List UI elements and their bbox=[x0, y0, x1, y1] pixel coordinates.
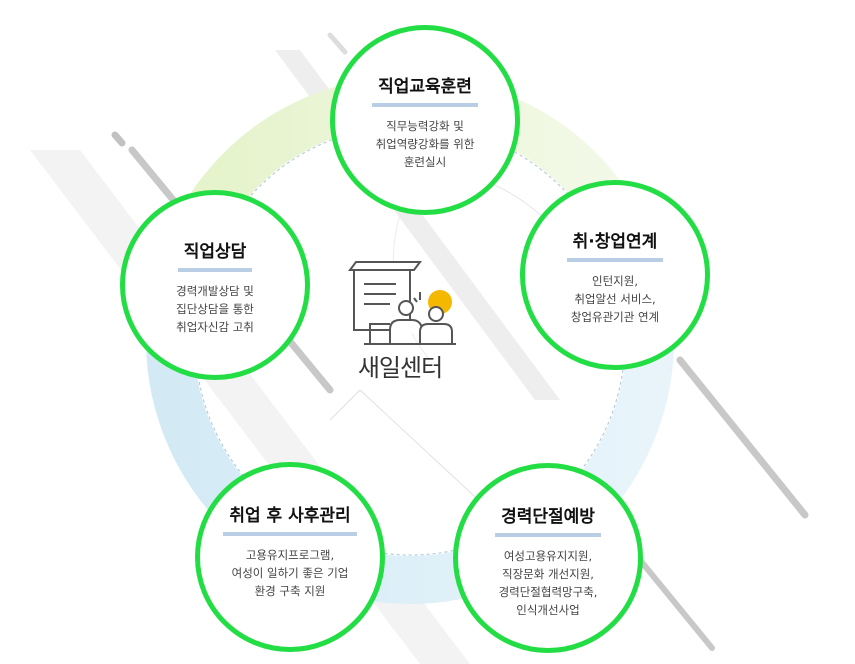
description-line: 경력단절협력망구축, bbox=[498, 585, 598, 599]
node-counseling: 직업상담 경력개발상담 및 집단상담을 통한 취업자신감 고취 bbox=[120, 190, 310, 380]
description-line: 직무능력강화 및 bbox=[386, 119, 464, 133]
node-description: 경력개발상담 및 집단상담을 통한 취업자신감 고취 bbox=[125, 282, 305, 336]
node-description: 인턴지원, 취업알선 서비스, 창업유관기관 연계 bbox=[525, 272, 705, 326]
node-prevention: 경력단절예방 여성고용유지지원, 직장문화 개선지원, 경력단절협력망구축, 인… bbox=[453, 463, 643, 653]
description-line: 창업유관기관 연계 bbox=[570, 310, 660, 324]
description-line: 여성고용유지지원, bbox=[503, 549, 593, 563]
description-line: 인턴지원, bbox=[592, 274, 638, 288]
description-line: 훈련실시 bbox=[403, 155, 447, 169]
node-training: 직업교육훈련 직무능력강화 및 취업역량강화를 위한 훈련실시 bbox=[330, 25, 520, 215]
node-title: 취·창업연계 bbox=[566, 227, 664, 262]
node-title: 경력단절예방 bbox=[495, 502, 601, 537]
center-label: 새일센터 bbox=[357, 354, 443, 382]
description-line: 인식개선사업 bbox=[516, 603, 580, 617]
node-description: 직무능력강화 및 취업역량강화를 위한 훈련실시 bbox=[335, 117, 515, 171]
node-description: 고용유지프로그램, 여성이 일하기 좋은 기업 환경 구축 지원 bbox=[200, 546, 380, 600]
node-aftercare: 취업 후 사후관리 고용유지프로그램, 여성이 일하기 좋은 기업 환경 구축 … bbox=[195, 462, 385, 652]
description-line: 경력개발상담 및 bbox=[176, 284, 254, 298]
counseling-center-icon bbox=[348, 261, 456, 345]
description-line: 취업자신감 고취 bbox=[176, 320, 254, 334]
description-line: 직장문화 개선지원, bbox=[502, 567, 594, 581]
node-title: 직업상담 bbox=[177, 237, 253, 272]
description-line: 집단상담을 통한 bbox=[176, 302, 254, 316]
node-description: 여성고용유지지원, 직장문화 개선지원, 경력단절협력망구축, 인식개선사업 bbox=[458, 547, 638, 619]
description-line: 취업알선 서비스, bbox=[574, 292, 656, 306]
node-title: 직업교육훈련 bbox=[372, 72, 478, 107]
node-linkage: 취·창업연계 인턴지원, 취업알선 서비스, 창업유관기관 연계 bbox=[520, 180, 710, 370]
description-line: 취업역량강화를 위한 bbox=[375, 137, 475, 151]
description-line: 환경 구축 지원 bbox=[254, 584, 326, 598]
node-title: 취업 후 사후관리 bbox=[223, 501, 357, 536]
description-line: 고용유지프로그램, bbox=[245, 548, 335, 562]
description-line: 여성이 일하기 좋은 기업 bbox=[231, 566, 349, 580]
